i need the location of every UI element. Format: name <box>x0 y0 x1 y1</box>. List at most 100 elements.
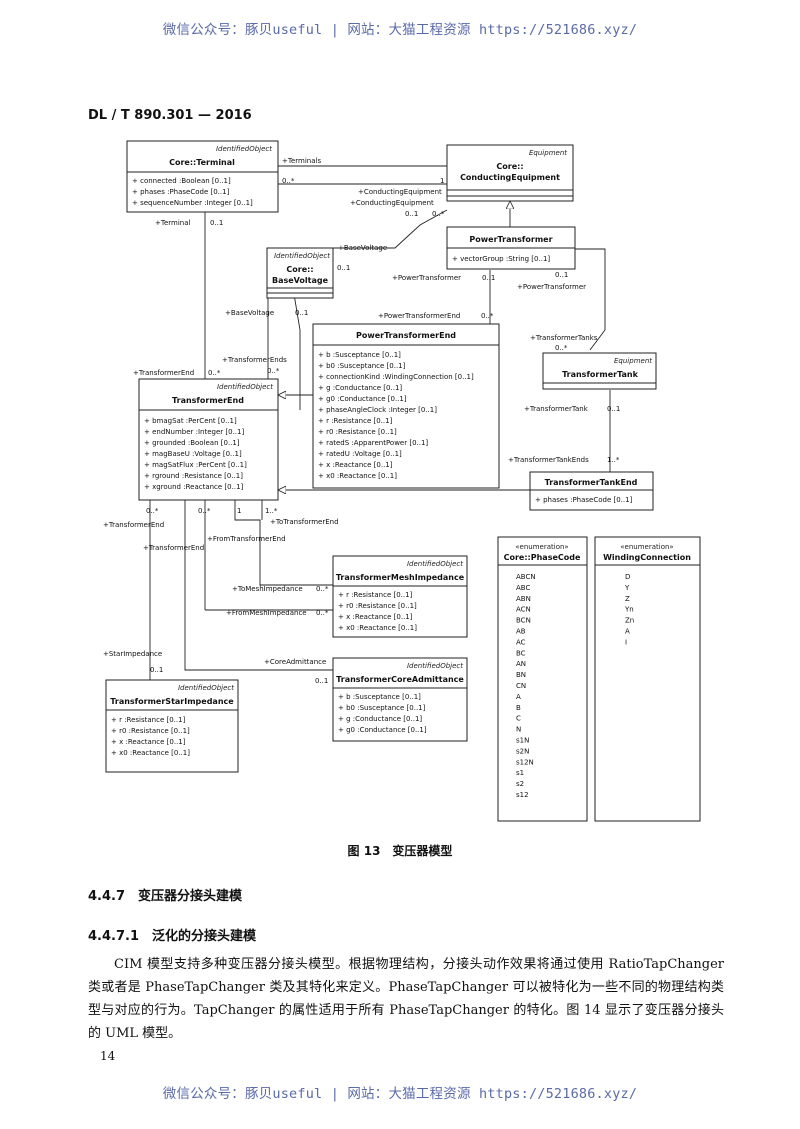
svg-text:BaseVoltage: BaseVoltage <box>272 276 329 285</box>
svg-text:+FromMeshImpedance: +FromMeshImpedance <box>226 609 307 617</box>
svg-text:ConductingEquipment: ConductingEquipment <box>460 173 560 182</box>
enum-literal: BC <box>516 649 526 657</box>
figure-caption: 图 13 变压器模型 <box>347 844 453 858</box>
svg-text:0..1: 0..1 <box>210 219 223 227</box>
svg-text:TransformerTankEnd: TransformerTankEnd <box>545 478 638 487</box>
svg-text:+PowerTransformer: +PowerTransformer <box>392 274 461 282</box>
svg-text:+ r :Resistance [0..1]: + r :Resistance [0..1] <box>318 417 393 425</box>
svg-text:Core::: Core:: <box>286 265 313 274</box>
svg-text:+ endNumber :Integer [0..1]: + endNumber :Integer [0..1] <box>144 428 244 436</box>
svg-text:1: 1 <box>237 507 241 515</box>
svg-text:0..*: 0..* <box>432 210 445 218</box>
watermark-bottom: 微信公众号：豚贝useful | 网站：大猫工程资源 https://52168… <box>162 1086 638 1102</box>
svg-text:Equipment: Equipment <box>614 357 652 365</box>
svg-text:0..1: 0..1 <box>295 309 308 317</box>
svg-text:+TransformerTanks: +TransformerTanks <box>530 334 598 342</box>
standard-id: DL / T 890.301 — 2016 <box>88 108 252 123</box>
svg-text:+ x :Reactance [0..1]: + x :Reactance [0..1] <box>318 461 393 469</box>
svg-text:IdentifiedObject: IdentifiedObject <box>216 145 272 153</box>
svg-text:TransformerMeshImpedance: TransformerMeshImpedance <box>336 573 465 582</box>
body-paragraph: CIM 模型支持多种变压器分接头模型。根据物理结构，分接头动作效果将通过使用 R… <box>88 957 724 1041</box>
svg-text:0..1: 0..1 <box>607 405 620 413</box>
enum-literal: AB <box>516 628 526 636</box>
svg-text:TransformerCoreAdmittance: TransformerCoreAdmittance <box>336 675 464 684</box>
svg-text:+ phases :PhaseCode [0..1]: + phases :PhaseCode [0..1] <box>132 188 230 196</box>
svg-text:+ rground :Resistance [0..1]: + rground :Resistance [0..1] <box>144 472 243 480</box>
svg-text:IdentifiedObject: IdentifiedObject <box>274 252 330 260</box>
association-labels: +Terminals 0..* 1 +ConductingEquipment +… <box>103 157 620 685</box>
svg-text:+PowerTransformerEnd: +PowerTransformerEnd <box>378 312 460 320</box>
svg-text:+ magBaseU :Voltage [0..1]: + magBaseU :Voltage [0..1] <box>144 450 242 458</box>
class-transformer-mesh-impedance: IdentifiedObject TransformerMeshImpedanc… <box>332 555 468 638</box>
svg-text:+ g :Conductance [0..1]: + g :Conductance [0..1] <box>338 715 422 723</box>
svg-text:0..1: 0..1 <box>337 264 350 272</box>
svg-text:+ connectionKind :WindingConne: + connectionKind :WindingConnection [0..… <box>318 373 474 381</box>
watermark-top: 微信公众号：豚贝useful | 网站：大猫工程资源 https://52168… <box>162 22 638 38</box>
enum-winding-connection: «enumeration» WindingConnection DYZYnZnA… <box>594 536 701 822</box>
class-transformer-tank: Equipment TransformerTank <box>542 352 657 390</box>
enum-literal: Z <box>625 595 630 603</box>
svg-text:0..*: 0..* <box>481 312 494 320</box>
enum-literal: AN <box>516 660 526 668</box>
svg-text:Core::PhaseCode: Core::PhaseCode <box>504 553 581 562</box>
svg-text:WindingConnection: WindingConnection <box>603 553 691 562</box>
svg-text:+ b0 :Susceptance [0..1]: + b0 :Susceptance [0..1] <box>318 362 406 370</box>
svg-text:+Terminals: +Terminals <box>282 157 321 165</box>
svg-text:Core::Terminal: Core::Terminal <box>169 158 235 167</box>
enum-literal: Zn <box>625 617 634 625</box>
svg-text:+ConductingEquipment: +ConductingEquipment <box>350 199 434 207</box>
svg-text:+ r0 :Resistance [0..1]: + r0 :Resistance [0..1] <box>111 727 190 735</box>
enum-literal: s1 <box>516 769 524 777</box>
enum-literal: ACN <box>516 606 531 614</box>
svg-text:IdentifiedObject: IdentifiedObject <box>407 560 463 568</box>
enum-literal: s12 <box>516 791 529 799</box>
svg-text:+ g0 :Conductance [0..1]: + g0 :Conductance [0..1] <box>318 395 407 403</box>
svg-text:«enumeration»: «enumeration» <box>515 543 568 551</box>
svg-text:0..*: 0..* <box>316 585 329 593</box>
svg-text:0..1: 0..1 <box>150 666 163 674</box>
class-transformer-end: IdentifiedObject TransformerEnd + bmagSa… <box>138 378 279 501</box>
uml-transformer-diagram: IdentifiedObject Core::Terminal + connec… <box>103 140 701 822</box>
enum-literal: BN <box>516 671 526 679</box>
svg-text:+ grounded :Boolean [0..1]: + grounded :Boolean [0..1] <box>144 439 240 447</box>
svg-text:+TransformerTankEnds: +TransformerTankEnds <box>508 456 589 464</box>
section-heading: 4.4.7 变压器分接头建模 <box>88 889 243 904</box>
svg-text:TransformerStarImpedance: TransformerStarImpedance <box>110 697 234 706</box>
svg-text:Equipment: Equipment <box>529 149 567 157</box>
svg-text:+TransformerTank: +TransformerTank <box>524 405 589 413</box>
svg-text:0..*: 0..* <box>316 609 329 617</box>
class-conducting-equipment: Equipment Core:: ConductingEquipment <box>446 144 574 202</box>
svg-text:0..*: 0..* <box>198 507 211 515</box>
enum-literal: B <box>516 704 521 712</box>
svg-text:+ToMeshImpedance: +ToMeshImpedance <box>232 585 303 593</box>
svg-text:+Terminal: +Terminal <box>155 219 191 227</box>
svg-text:+ r0 :Resistance [0..1]: + r0 :Resistance [0..1] <box>318 428 397 436</box>
enum-literal: ABCN <box>516 573 536 581</box>
class-base-voltage: IdentifiedObject Core:: BaseVoltage <box>266 247 334 299</box>
svg-text:+ vectorGroup :String [0..1]: + vectorGroup :String [0..1] <box>452 255 550 263</box>
svg-text:0..1: 0..1 <box>405 210 418 218</box>
svg-text:+FromTransformerEnd: +FromTransformerEnd <box>207 535 286 543</box>
svg-text:+ bmagSat :PerCent [0..1]: + bmagSat :PerCent [0..1] <box>144 417 237 425</box>
svg-text:0..*: 0..* <box>208 369 221 377</box>
class-power-transformer-end: PowerTransformerEnd + b :Susceptance [0.… <box>312 323 500 489</box>
svg-text:PowerTransformerEnd: PowerTransformerEnd <box>356 331 456 340</box>
svg-text:0..1: 0..1 <box>482 274 495 282</box>
svg-text:+ r :Resistance [0..1]: + r :Resistance [0..1] <box>111 716 186 724</box>
svg-text:+ x :Reactance [0..1]: + x :Reactance [0..1] <box>338 613 413 621</box>
svg-text:+ ratedS :ApparentPower [0..1]: + ratedS :ApparentPower [0..1] <box>318 439 428 447</box>
svg-text:+ x0 :Reactance [0..1]: + x0 :Reactance [0..1] <box>111 749 190 757</box>
enum-literal: s2 <box>516 780 524 788</box>
enum-phase-code: «enumeration» Core::PhaseCode ABCNABCABN… <box>497 536 588 822</box>
svg-text:Core::: Core:: <box>496 162 523 171</box>
svg-text:IdentifiedObject: IdentifiedObject <box>178 684 234 692</box>
svg-text:+ phases :PhaseCode [0..1]: + phases :PhaseCode [0..1] <box>535 496 633 504</box>
svg-text:+ConductingEquipment: +ConductingEquipment <box>358 188 442 196</box>
svg-text:«enumeration»: «enumeration» <box>620 543 673 551</box>
class-transformer-tank-end: TransformerTankEnd + phases :PhaseCode [… <box>529 471 654 511</box>
enum-literal: Y <box>624 584 630 592</box>
svg-text:1: 1 <box>440 177 444 185</box>
svg-text:IdentifiedObject: IdentifiedObject <box>407 662 463 670</box>
svg-text:+TransformerEnd: +TransformerEnd <box>103 521 164 529</box>
svg-text:+TransformerEnd: +TransformerEnd <box>143 544 204 552</box>
